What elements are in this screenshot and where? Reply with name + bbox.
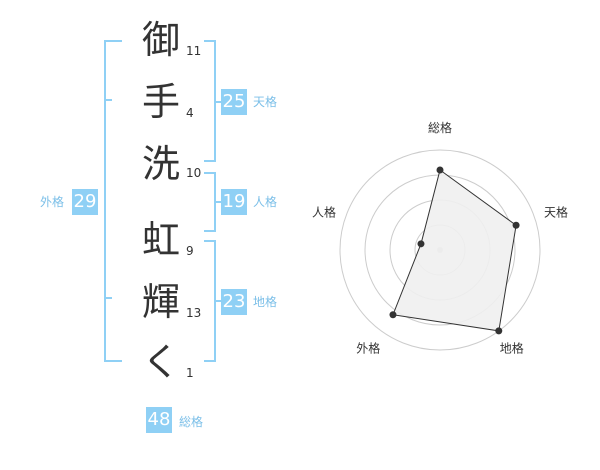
radar-point-5 — [417, 240, 425, 248]
jinkaku-badge: 19 — [221, 189, 247, 215]
name-char-3: 洗 — [141, 142, 180, 186]
chikaku-label: 地格 — [253, 295, 278, 309]
radar-axis-label-4: 外格 — [356, 341, 380, 356]
radar-point-1 — [436, 166, 444, 174]
tenkaku-label: 天格 — [253, 95, 278, 109]
radar-axis-label-3: 地格 — [500, 341, 524, 356]
radar-axis-label-2: 天格 — [544, 204, 568, 219]
gaikaku-label: 外格 — [40, 195, 65, 209]
radar-axis-label-1: 総格 — [428, 120, 452, 135]
gaikaku-bracket — [104, 40, 122, 362]
tenkaku-connector — [214, 101, 222, 103]
stroke-count-3: 10 — [186, 166, 202, 180]
stroke-count-2: 4 — [186, 106, 194, 120]
soukaku-label: 総格 — [179, 415, 204, 429]
name-char-2: 手 — [141, 80, 180, 124]
jinkaku-label: 人格 — [253, 195, 278, 209]
name-char-1: 御 — [141, 18, 180, 62]
soukaku-badge: 48 — [146, 407, 172, 433]
jinkaku-connector — [214, 201, 222, 203]
gaikaku-tick — [104, 297, 112, 299]
radar-ring — [339, 149, 541, 351]
name-char-6: く — [141, 340, 180, 384]
stroke-count-4: 9 — [186, 244, 194, 258]
radar-point-3 — [495, 327, 503, 335]
name-char-4: 虹 — [141, 218, 180, 262]
name-char-5: 輝 — [141, 280, 180, 324]
gaikaku-tick — [104, 99, 112, 101]
gaikaku-badge: 29 — [72, 189, 98, 215]
chikaku-badge: 23 — [221, 289, 247, 315]
radar-point-4 — [389, 311, 397, 319]
stroke-count-5: 13 — [186, 306, 202, 320]
stroke-count-1: 11 — [186, 44, 202, 58]
radar-point-2 — [512, 221, 520, 229]
chikaku-connector — [214, 300, 222, 302]
radar-polygon — [392, 169, 517, 332]
radar-axis-label-5: 人格 — [312, 204, 336, 219]
tenkaku-badge: 25 — [221, 89, 247, 115]
stroke-count-6: 1 — [186, 366, 194, 380]
